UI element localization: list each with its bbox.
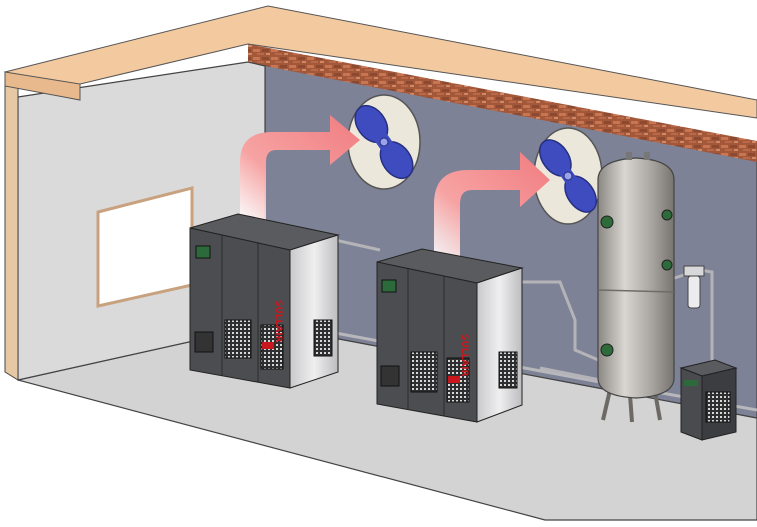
compressor-unit: SULLAIR [189, 213, 340, 389]
fan-icon [533, 127, 603, 225]
refrigerated-dryer [679, 359, 738, 441]
air-receiver-tank [597, 152, 675, 423]
left-wall-edge [4, 70, 19, 381]
ceiling-front [4, 71, 81, 101]
hot-air-arrow-icon [240, 115, 360, 220]
brand-label: SULLAIR [459, 334, 469, 377]
brick-band [248, 44, 757, 162]
hot-air-arrow-icon [434, 152, 550, 258]
fan-icon [347, 94, 421, 190]
inline-filter [683, 265, 705, 309]
brand-label: SULLAIR [273, 300, 283, 343]
compressor-unit: SULLAIR [376, 248, 524, 423]
